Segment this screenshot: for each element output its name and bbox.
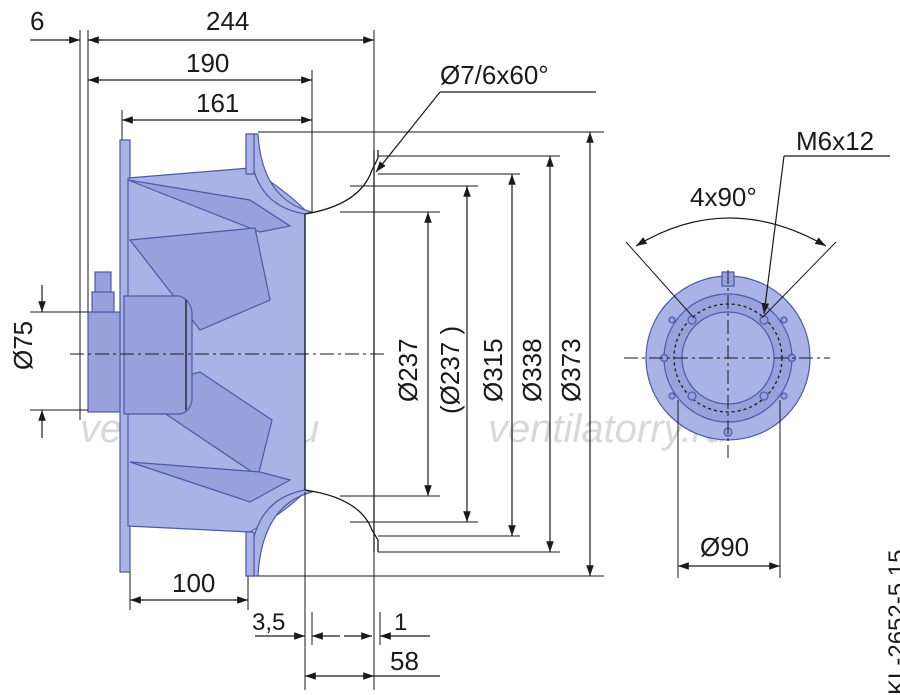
dim-d338: Ø338 (517, 338, 547, 402)
dimension-lines (30, 36, 596, 680)
front-view-dimensions: 4x90° M6x12 Ø90 (625, 126, 890, 578)
inlet-nozzle-bottom (304, 489, 379, 552)
extension-lines (30, 30, 604, 690)
dim-1: 1 (394, 609, 407, 636)
blade-4 (129, 461, 292, 503)
dim-190: 190 (186, 48, 229, 78)
dim-d90: Ø90 (700, 532, 749, 562)
front-view (624, 270, 830, 458)
hole-11 (780, 392, 788, 400)
dim-d373: Ø373 (556, 338, 586, 402)
hole-9 (780, 316, 788, 324)
cable-gland-base (91, 291, 115, 313)
dim-d75: Ø75 (8, 321, 38, 370)
hole-4 (759, 391, 769, 401)
dim-d237-ref: (Ø237 ) (435, 326, 465, 414)
hole-2 (759, 315, 769, 325)
hole-3 (687, 391, 697, 401)
dimension-labels: 6 244 190 161 Ø7/6x60° 100 3,5 1 58 Ø75 … (8, 6, 586, 676)
hole-8 (668, 316, 676, 324)
fan-side-view (70, 133, 385, 577)
dim-thread: M6x12 (796, 126, 874, 156)
dim-hole: Ø7/6x60° (440, 60, 549, 90)
hole-10 (668, 392, 676, 400)
motor-flange (87, 311, 123, 413)
drawing-code: KL-2652-5.15 (884, 550, 900, 695)
motor-housing (123, 295, 193, 415)
dim-angle: 4x90° (690, 182, 757, 212)
dim-3-5: 3,5 (252, 609, 285, 636)
dim-244: 244 (206, 6, 249, 36)
dim-100: 100 (172, 568, 215, 598)
inlet-nozzle-top (304, 150, 379, 215)
dim-d315: Ø315 (478, 338, 508, 402)
front-rim-top (245, 133, 255, 175)
blade-1 (127, 179, 292, 233)
dim-58: 58 (390, 646, 419, 676)
dim-161: 161 (196, 88, 239, 118)
dim-6: 6 (30, 6, 44, 36)
hole-1 (687, 315, 697, 325)
front-rim-bottom (245, 531, 255, 577)
cable-gland (94, 271, 112, 295)
dim-d237: Ø237 (393, 338, 423, 402)
